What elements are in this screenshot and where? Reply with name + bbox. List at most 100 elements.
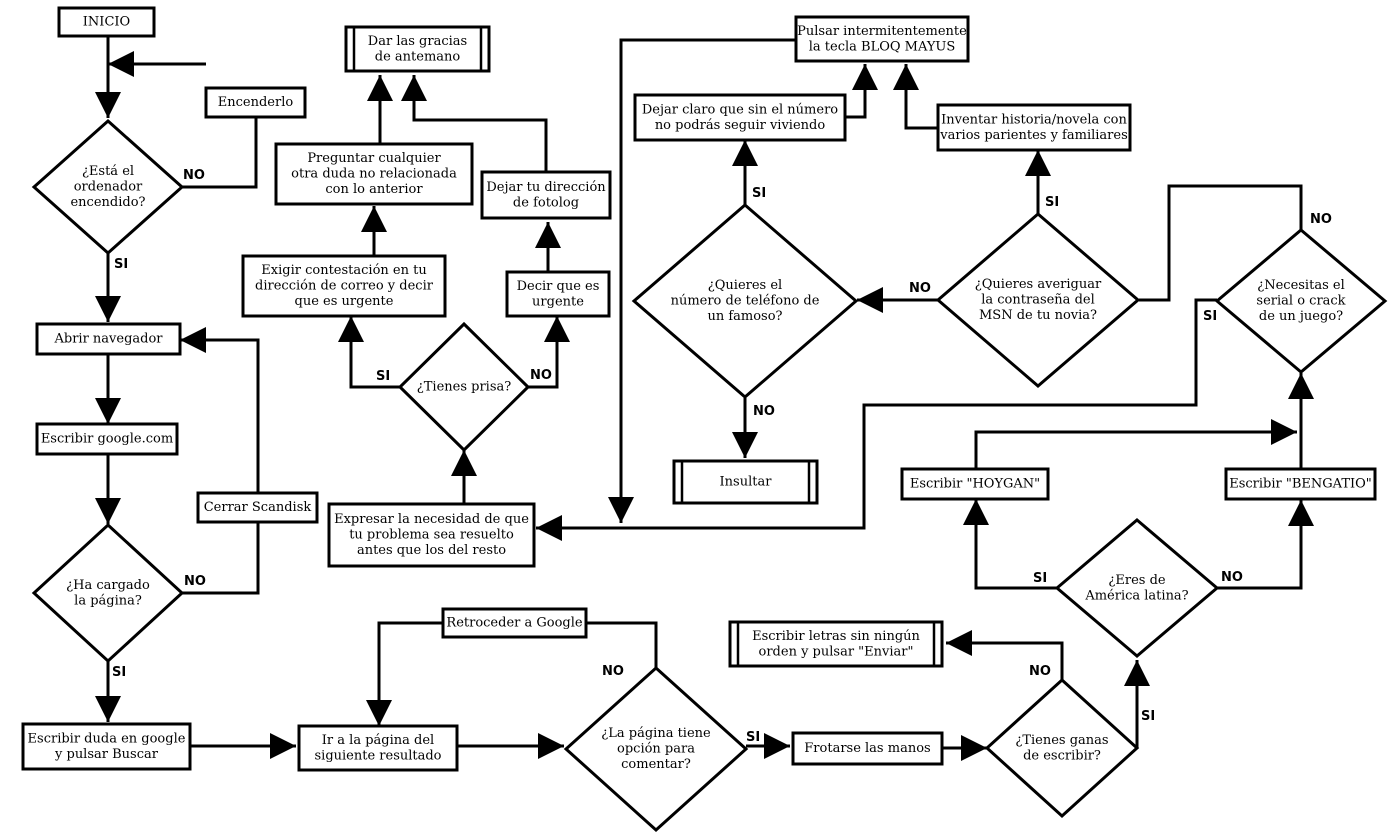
retroceder-text-line: Retroceder a Google — [446, 616, 582, 631]
ganas-text-line: ¿Tienes ganas — [1015, 733, 1108, 748]
node-scandisk: Cerrar Scandisk — [196, 491, 319, 524]
buscar-text-line: Escribir duda en google — [28, 731, 186, 746]
bengatio-shape — [1224, 467, 1377, 501]
famoso-text-line: número de teléfono de — [671, 294, 820, 309]
exigir-text-line: que es urgente — [295, 294, 394, 309]
america-shape — [1054, 518, 1220, 658]
expresar-text-line: antes que los del resto — [357, 543, 506, 558]
insultar-text-line: Insultar — [720, 475, 773, 490]
serial-text-line: serial o crack — [1256, 294, 1345, 309]
label-prisa-si: SI — [376, 369, 390, 384]
scandisk-shape — [196, 491, 319, 524]
inicio-text-line: INICIO — [83, 15, 130, 30]
edge-inventar-bloq — [893, 64, 938, 130]
decirurg-text-line: Decir que es — [517, 279, 600, 294]
ir-shape — [297, 724, 459, 772]
dejarclaro-text-line: Dejar claro que sin el número — [642, 102, 838, 117]
preguntar-text-line: con lo anterior — [325, 182, 423, 197]
ir-text-line: siguiente resultado — [314, 748, 441, 763]
label-america-no: NO — [1221, 570, 1243, 585]
edge-scandisk-abrir — [180, 327, 260, 493]
dejarclaro-text-line: no podrás seguir viviendo — [655, 118, 826, 133]
letras-shape — [728, 620, 944, 668]
fotolog-text-line: de fotolog — [513, 195, 579, 210]
label-comentar-si: SI — [746, 730, 760, 745]
ir-text-line: Ir a la página del — [322, 733, 434, 748]
prisa-text-line: ¿Tienes prisa? — [417, 380, 511, 395]
buscar-shape — [21, 722, 192, 771]
msn-shape — [935, 212, 1141, 388]
edge-america-no-bengatio — [1217, 500, 1314, 590]
scandisk-text-line: Cerrar Scandisk — [204, 500, 312, 515]
edge-bloq-expresar — [608, 38, 796, 523]
exigir-shape — [241, 254, 447, 318]
edge-serial-no-msn — [1139, 184, 1303, 302]
buscar-text-line: y pulsar Buscar — [54, 747, 159, 762]
edge-cargado-no-scandisk — [182, 522, 260, 595]
gracias-text-line: de antemano — [375, 49, 461, 64]
abrir-text-line: Abrir navegador — [53, 332, 163, 347]
famoso-text-line: un famoso? — [707, 309, 782, 324]
bengatio-text-line: Escribir "BENGATIO" — [1229, 477, 1372, 492]
edge-encendido-no-encenderlo — [182, 117, 258, 189]
bloq-shape — [794, 15, 970, 63]
nodes: INICIO Encenderlo ¿Está elordenadorencen… — [21, 6, 1388, 833]
serial-text-line: ¿Necesitas el — [1257, 278, 1344, 293]
serial-shape — [1214, 228, 1388, 374]
label-comentar-no: NO — [602, 664, 624, 679]
edge-america-si-hoygan — [963, 499, 1058, 590]
label-ganas-no: NO — [1029, 664, 1051, 679]
america-text-line: ¿Eres de — [1108, 573, 1165, 588]
edge-prisa-si-exigir — [338, 316, 400, 389]
expresar-shape — [327, 502, 536, 568]
inventar-text-line: Inventar historia/novela con — [941, 112, 1127, 127]
gracias-text-line: Dar las gracias — [368, 34, 467, 49]
msn-text-line: ¿Quieres averiguar — [975, 277, 1102, 292]
node-hoygan: Escribir "HOYGAN" — [900, 467, 1050, 501]
label-cargado-si: SI — [112, 665, 126, 680]
label-encendido-no: NO — [183, 168, 205, 183]
bloq-text-line: la tecla BLOQ MAYUS — [809, 39, 956, 54]
preguntar-text-line: otra duda no relacionada — [291, 167, 457, 182]
comentar-text-line: ¿La página tiene — [601, 726, 711, 741]
decirurg-shape — [505, 270, 611, 318]
edge-comentar-no-retroceder — [586, 621, 658, 668]
node-bengatio: Escribir "BENGATIO" — [1224, 467, 1377, 501]
decirurg-text-line: urgente — [532, 294, 584, 309]
msn-text-line: MSN de tu novia? — [979, 308, 1097, 323]
encendido-shape — [31, 118, 185, 256]
serial-text-line: de un juego? — [1259, 309, 1343, 324]
exigir-text-line: Exigir contestación en tu — [261, 263, 426, 278]
exigir-text-line: dirección de correo y decir — [255, 279, 434, 294]
letras-text-line: orden y pulsar "Enviar" — [759, 644, 914, 659]
insultar-shape — [672, 459, 819, 505]
node-google: Escribir google.com — [35, 422, 179, 456]
bloq-text-line: Pulsar intermitentemente — [797, 24, 967, 39]
encendido-text-line: ordenador — [74, 180, 143, 195]
label-serial-no: NO — [1310, 212, 1332, 227]
edge-retroceder-ir — [366, 621, 443, 726]
edge-hoygan-serial — [974, 419, 1297, 469]
inventar-shape — [936, 103, 1132, 152]
expresar-text-line: Expresar la necesidad de que — [334, 512, 529, 527]
node-inicio: INICIO — [57, 6, 156, 38]
encenderlo-text-line: Encenderlo — [218, 95, 294, 110]
frotarse-text-line: Frotarse las manos — [804, 741, 930, 756]
